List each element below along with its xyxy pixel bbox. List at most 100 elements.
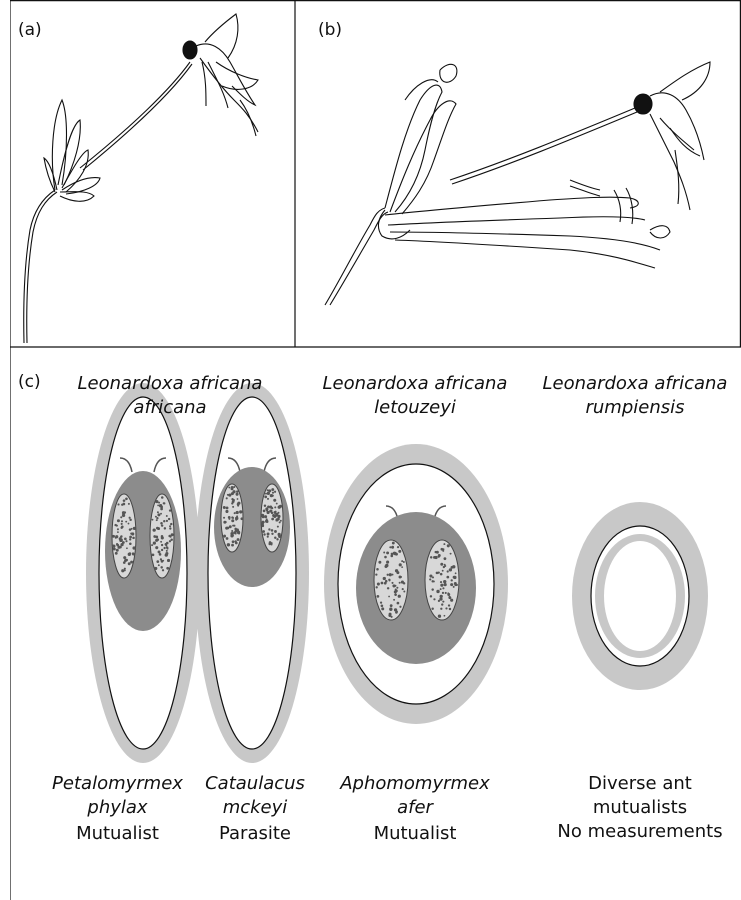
eye-speckle xyxy=(160,558,162,560)
eye-speckle xyxy=(388,596,390,598)
eye-speckle xyxy=(430,556,432,558)
role-cataulacus: Parasite xyxy=(200,822,310,846)
eye-speckle xyxy=(152,519,154,521)
eye-speckle xyxy=(167,548,169,550)
eye-speckle xyxy=(116,544,119,547)
eye-speckle xyxy=(157,505,159,507)
eye-speckle xyxy=(270,494,273,497)
eye-speckle xyxy=(375,573,377,575)
eye-speckle xyxy=(166,567,169,570)
eye-speckle xyxy=(376,568,379,571)
eye-speckle xyxy=(444,557,447,560)
eye-speckle xyxy=(116,549,119,552)
eye-speckle xyxy=(436,590,439,593)
eye-speckle xyxy=(271,507,273,509)
eye-speckle xyxy=(381,604,384,607)
eye-speckle xyxy=(233,531,236,534)
eye-speckle xyxy=(155,516,157,518)
eye-speckle xyxy=(155,546,158,549)
eye-speckle xyxy=(268,528,270,530)
role-aphomomyrmex: Mutualist xyxy=(330,822,500,846)
eye-speckle xyxy=(440,584,443,587)
eye-speckle xyxy=(274,530,277,533)
eye-speckle xyxy=(240,511,242,513)
eye-speckle xyxy=(120,516,122,518)
eye-speckle xyxy=(230,534,233,537)
eye-speckle xyxy=(377,595,380,598)
eye-speckle xyxy=(121,523,123,525)
eye-speckle xyxy=(431,580,433,582)
eye-speckle xyxy=(157,511,159,513)
eye-speckle xyxy=(112,535,115,538)
eye-speckle xyxy=(115,552,118,555)
eye-speckle xyxy=(387,574,389,576)
eye-speckle xyxy=(123,556,126,559)
eye-speckle xyxy=(129,542,132,545)
eye-speckle xyxy=(128,503,130,505)
eye-speckle xyxy=(276,503,278,505)
eye-speckle xyxy=(430,595,432,597)
eye-speckle xyxy=(377,583,380,586)
eye-speckle xyxy=(160,566,162,568)
eye-speckle xyxy=(121,520,123,522)
eye-speckle xyxy=(441,603,443,605)
fly-head xyxy=(183,41,197,59)
eye-speckle xyxy=(403,561,405,563)
eye-speckle xyxy=(120,536,122,538)
eye-speckle xyxy=(267,492,270,495)
eye-speckle xyxy=(155,539,158,542)
eye-speckle xyxy=(125,540,127,542)
domatium-africana-petalomyrmex xyxy=(86,383,200,763)
eye-speckle xyxy=(395,569,398,572)
eye-speckle xyxy=(442,548,444,550)
flower-stalk xyxy=(325,208,385,305)
eye-speckle xyxy=(129,519,131,521)
eye-speckle xyxy=(158,502,160,504)
eye-speckle xyxy=(386,551,389,554)
eye-speckle xyxy=(124,559,127,562)
eye-speckle xyxy=(122,541,125,544)
eye-speckle xyxy=(158,550,161,553)
eye-speckle xyxy=(226,537,229,540)
eye-speckle xyxy=(263,533,265,535)
eye-speckle xyxy=(161,549,163,551)
eye-speckle xyxy=(376,586,378,588)
eye-speckle xyxy=(154,567,157,570)
panel-label-c: (c) xyxy=(18,372,41,392)
eye-speckle xyxy=(161,535,164,538)
eye-speckle xyxy=(166,515,168,517)
eye-speckle xyxy=(236,493,239,496)
eye-speckle xyxy=(388,614,391,617)
eye-speckle xyxy=(442,592,444,594)
fly-head xyxy=(634,94,652,114)
eye-speckle xyxy=(456,584,458,586)
eye-speckle xyxy=(445,607,447,609)
eye-speckle xyxy=(232,506,234,508)
eye-speckle xyxy=(228,518,230,520)
fly-body xyxy=(196,44,255,105)
eye-speckle xyxy=(455,572,457,574)
eye-speckle xyxy=(231,486,234,489)
eye-speckle xyxy=(393,599,395,601)
eye-speckle xyxy=(117,531,119,533)
eye-speckle xyxy=(163,520,165,522)
eye-speckle xyxy=(440,563,443,566)
ant-petalomyrmex: Petalomyrmex phylax xyxy=(40,772,195,820)
eye-speckle xyxy=(169,527,171,529)
eye-speckle xyxy=(398,550,401,553)
eye-speckle xyxy=(396,587,398,589)
eye-speckle xyxy=(263,510,266,513)
eye-speckle xyxy=(113,547,116,550)
eye-speckle xyxy=(130,561,133,564)
eye-speckle xyxy=(223,506,226,509)
panel-a-illustration xyxy=(24,14,258,343)
eye-speckle xyxy=(399,606,401,608)
eye-speckle xyxy=(389,608,392,611)
eye-speckle xyxy=(440,595,443,598)
eye-speckle xyxy=(129,552,131,554)
eye-speckle xyxy=(450,599,453,602)
eye-speckle xyxy=(161,524,163,526)
eye-speckle xyxy=(165,553,168,556)
eye-speckle xyxy=(450,583,453,586)
eye-speckle xyxy=(389,579,391,581)
